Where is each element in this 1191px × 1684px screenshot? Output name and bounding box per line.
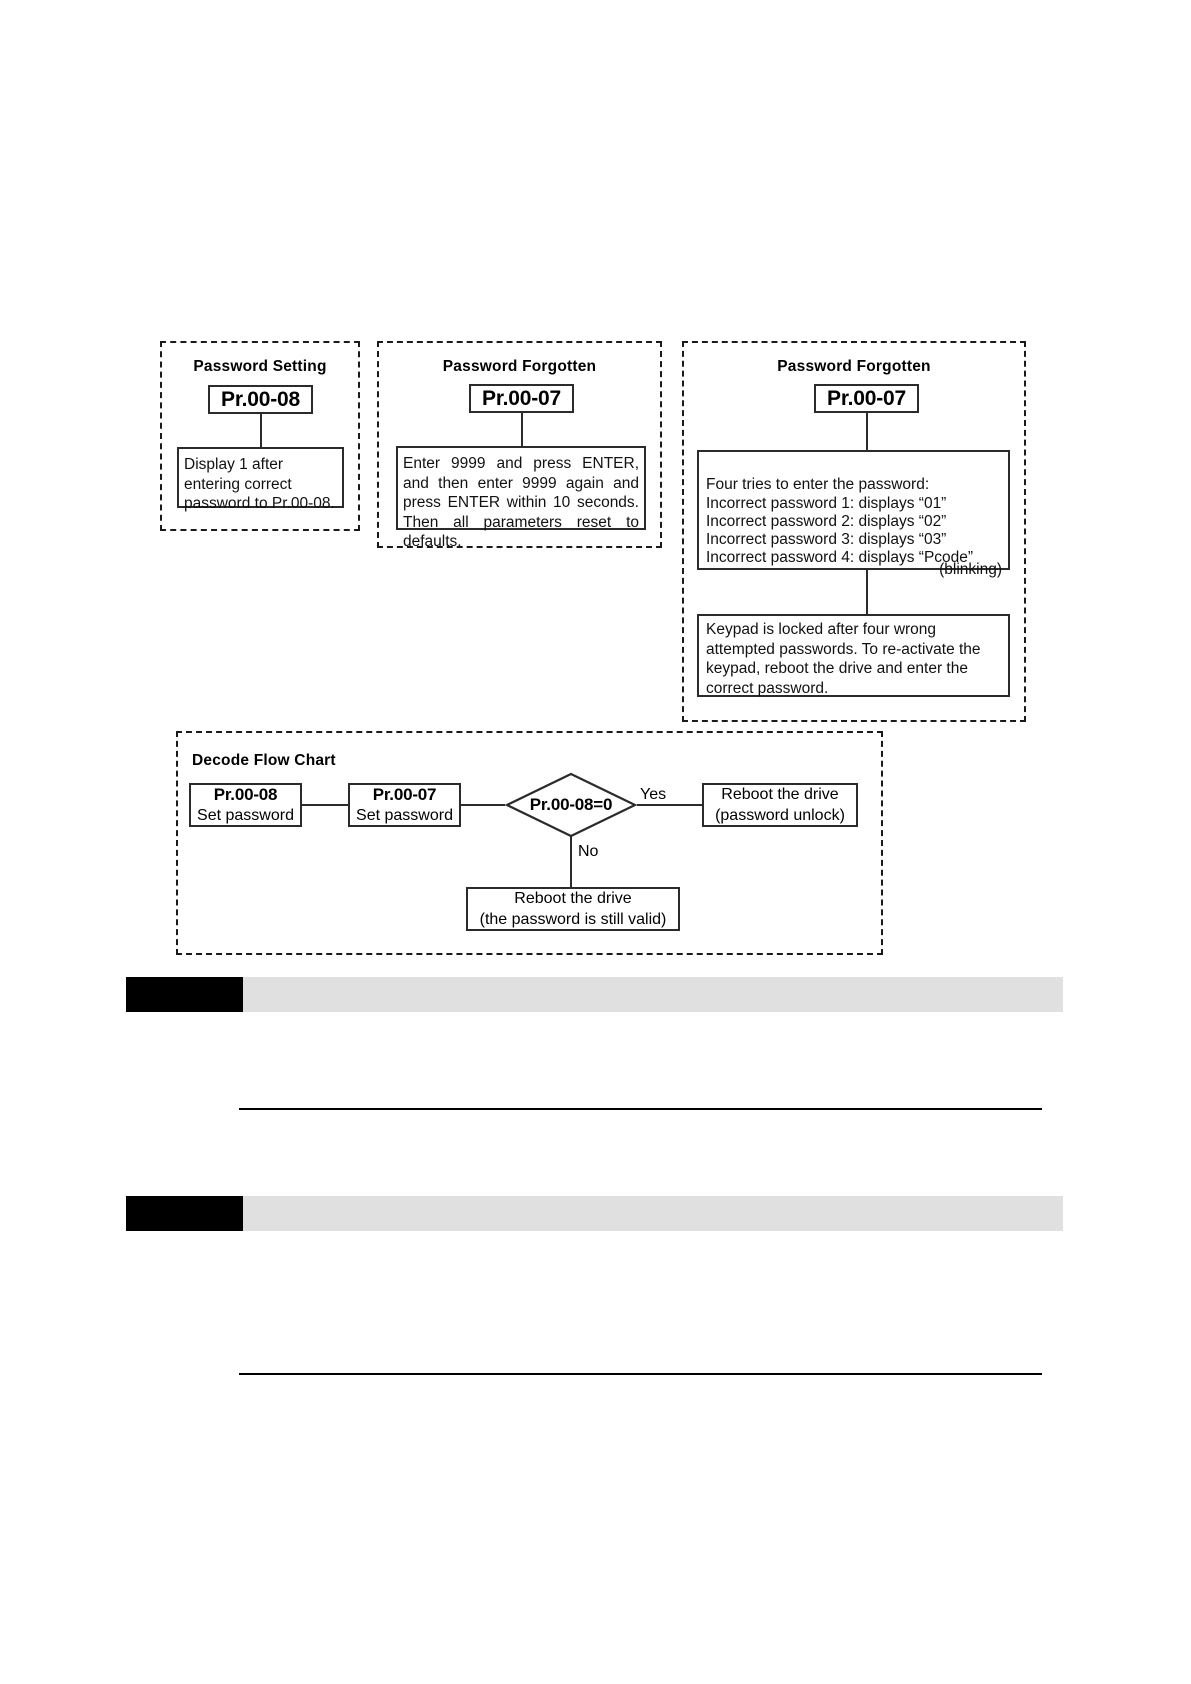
flow-node-no-result-line-2: (the password is still valid) (479, 911, 667, 928)
password-setting-note-text: Display 1 after entering correct passwor… (184, 456, 335, 512)
pr-00-08-badge-setting: Pr.00-08 (208, 385, 313, 414)
connector-lock-vertical-top (866, 413, 868, 450)
flow-node-decision-label: Pr.00-08=0 (529, 795, 613, 814)
section-header-band-2 (126, 1196, 1063, 1231)
password-reset-note-box (396, 446, 646, 530)
flow-node-yes-result: Reboot the drive (password unlock) (702, 783, 858, 827)
section-header-marker-2 (126, 1196, 243, 1231)
keypad-locked-box (697, 614, 1010, 697)
panel-password-forgotten-lock (682, 341, 1026, 722)
flow-node-no-result-line-1: Reboot the drive (514, 890, 632, 907)
section-header-marker-1 (126, 977, 243, 1012)
password-setting-note-box (177, 447, 344, 508)
connector-lock-vertical-bottom (866, 570, 868, 614)
panel-password-forgotten-reset-title: Password Forgotten (442, 358, 597, 375)
password-reset-note-text: Enter 9999 and press ENTER, and then ent… (403, 455, 639, 550)
password-tries-line-4: Incorrect password 4: displays “Pcode” (706, 549, 974, 566)
flow-node-step-1: Pr.00-08 Set password (189, 783, 302, 827)
decode-flow-chart-title: Decode Flow Chart (192, 752, 336, 769)
pr-00-07-badge-lock: Pr.00-07 (814, 384, 919, 413)
horizontal-rule-1 (239, 1108, 1042, 1110)
flow-node-no-result: Reboot the drive (the password is still … (466, 887, 680, 931)
connector-step1-to-step2 (302, 804, 348, 806)
flow-node-step-2: Pr.00-07 Set password (348, 783, 461, 827)
flow-node-yes-result-line-1: Reboot the drive (721, 786, 839, 803)
panel-password-setting-title: Password Setting (193, 358, 327, 375)
flow-node-decision: Pr.00-08=0 (505, 772, 637, 838)
section-header-band-1 (126, 977, 1063, 1012)
connector-decision-to-yes (637, 804, 702, 806)
password-tries-line-1: Incorrect password 1: displays “01” (706, 495, 947, 512)
flow-branch-no-label: No (578, 843, 599, 860)
panel-password-forgotten-lock-title: Password Forgotten (777, 358, 931, 375)
password-tries-heading: Four tries to enter the password: (706, 476, 930, 493)
connector-reset-vertical (521, 413, 523, 446)
panel-password-forgotten-reset (377, 341, 662, 548)
password-tries-box (697, 450, 1010, 570)
flow-node-step-1-code: Pr.00-08 (213, 785, 278, 804)
flow-node-yes-result-line-2: (password unlock) (715, 807, 845, 824)
password-tries-blinking-note: (blinking) (939, 561, 1002, 578)
panel-password-setting (160, 341, 360, 531)
password-tries-line-2: Incorrect password 2: displays “02” (706, 513, 947, 530)
flow-node-step-2-code: Pr.00-07 (372, 785, 437, 804)
keypad-locked-text: Keypad is locked after four wrong attemp… (706, 621, 981, 697)
flow-node-step-1-action: Set password (197, 807, 294, 824)
horizontal-rule-2 (239, 1373, 1042, 1375)
flow-branch-yes-label: Yes (640, 786, 667, 803)
connector-step2-to-decision (461, 804, 505, 806)
password-tries-line-3: Incorrect password 3: displays “03” (706, 531, 947, 548)
panel-decode-flow-chart (176, 731, 883, 955)
flow-node-step-2-action: Set password (356, 807, 453, 824)
connector-decision-to-no (570, 836, 572, 889)
connector-setting-vertical (260, 414, 262, 447)
pr-00-07-badge-reset: Pr.00-07 (469, 384, 574, 413)
